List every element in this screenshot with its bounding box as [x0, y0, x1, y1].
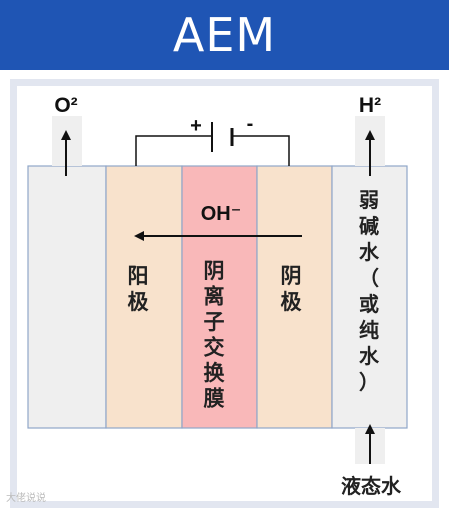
anode-compartment — [105, 165, 183, 429]
electrolyte-glyph: 碱 — [359, 214, 379, 238]
cathode-label: 阴极 — [281, 264, 303, 314]
membrane-glyph: 阴 — [204, 259, 225, 283]
membrane-glyph: 子 — [204, 310, 225, 334]
liquid-water-label: 液态水 — [341, 474, 402, 498]
electrolyte-glyph: 或 — [359, 292, 379, 316]
membrane-glyph: 交 — [204, 336, 225, 360]
cathode-compartment — [256, 165, 333, 429]
hydroxide-ion-label: OH⁻ — [201, 203, 242, 225]
electrolyte-glyph: 弱 — [359, 188, 379, 212]
page-title: AEM — [172, 8, 277, 62]
electrolyte-glyph: 纯 — [359, 318, 379, 342]
left-side-cell — [27, 165, 107, 429]
electrolyte-glyph: 水 — [359, 240, 380, 264]
cathode-glyph: 极 — [281, 290, 303, 314]
wire-right — [232, 135, 290, 166]
wire-left — [135, 135, 212, 166]
membrane-glyph: 换 — [204, 361, 226, 385]
electrolyte-glyph: （ — [359, 266, 379, 290]
positive-terminal-label: + — [190, 115, 202, 137]
anode-glyph: 阳 — [128, 264, 149, 288]
electrolyte-glyph: 水 — [359, 344, 380, 368]
cathode-glyph: 阴 — [281, 264, 302, 288]
membrane-glyph: 膜 — [204, 387, 225, 411]
anode-label: 阳极 — [128, 264, 150, 314]
anode-glyph: 极 — [128, 290, 150, 314]
oxygen-label: O² — [54, 94, 77, 117]
membrane-compartment — [181, 165, 258, 429]
title-banner: AEM — [0, 0, 449, 70]
membrane-glyph: 离 — [204, 285, 225, 309]
negative-terminal-label: - — [247, 113, 254, 135]
electrolyte-label: 弱碱水（或纯水） — [359, 188, 380, 394]
electrolyte-glyph: ） — [359, 370, 379, 394]
watermark: 大佬说说 — [6, 493, 46, 504]
hydrogen-label: H² — [359, 94, 381, 117]
